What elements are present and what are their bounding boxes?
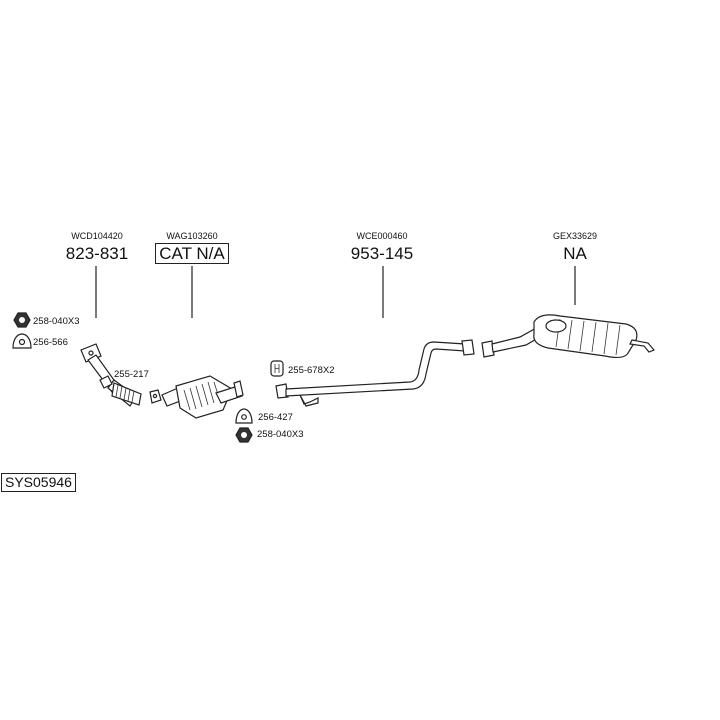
component-number-catalyst[interactable]: CAT N/A [137,243,247,264]
front-pipe-part[interactable] [80,343,162,407]
catalyst-number-box: CAT N/A [155,243,229,264]
component-code-front-pipe: WCD104420 [71,231,123,241]
fitting-label-nut-2[interactable]: 258-040X3 [257,429,304,440]
component-number-rear-silencer[interactable]: NA [563,244,587,263]
component-code-catalyst: WAG103260 [166,231,218,241]
nut-icon [13,312,31,328]
component-number-middle-pipe[interactable]: 953-145 [350,244,414,263]
gasket-icon [235,408,253,424]
component-code-middle-pipe: WCE000460 [356,231,408,241]
catalyst-part[interactable] [161,375,244,419]
nut-icon [235,427,253,443]
component-code-rear-silencer: GEX33629 [552,231,598,241]
rear-silencer-part[interactable] [481,314,656,359]
fitting-label-nut-1[interactable]: 258-040X3 [33,316,80,327]
fitting-label-gasket-2[interactable]: 256-427 [258,412,293,423]
fitting-label-gasket-1[interactable]: 256-566 [33,337,68,348]
fitting-label-clamp[interactable]: 255-217 [114,369,149,380]
rubber-mount-icon [270,360,284,377]
clamp-icon [99,375,113,389]
fitting-label-rubber-mount[interactable]: 255-678X2 [288,365,335,376]
system-id-label: SYS05946 [1,473,76,492]
gasket-icon [12,333,32,349]
component-number-front-pipe[interactable]: 823-831 [65,244,129,263]
middle-pipe-part[interactable] [275,339,475,407]
